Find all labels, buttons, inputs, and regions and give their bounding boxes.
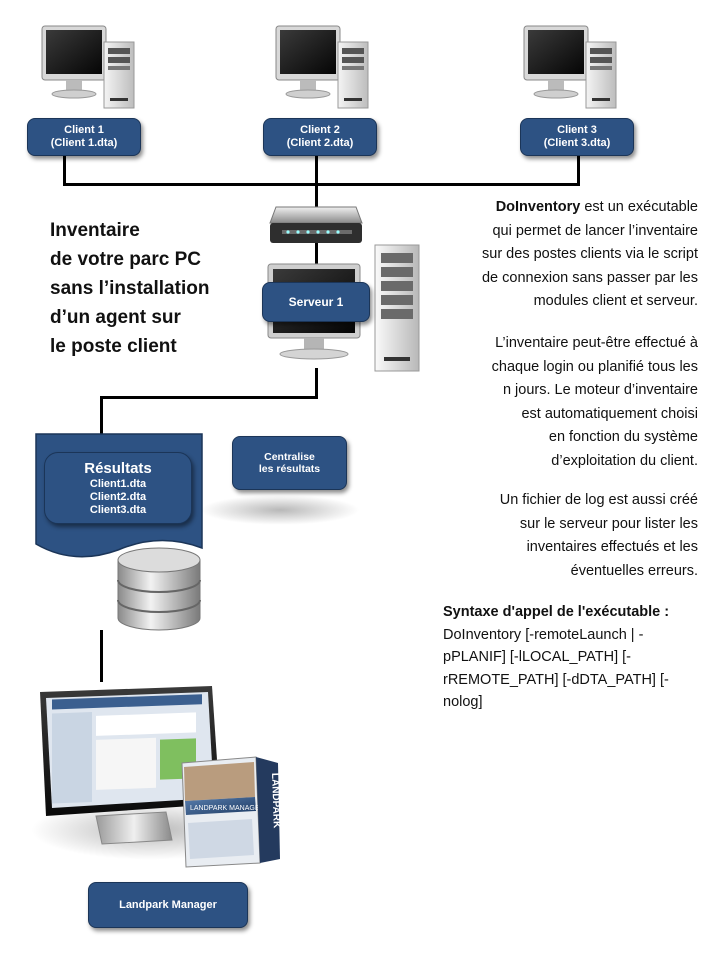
syntax-line: nolog] (443, 694, 483, 710)
client-1-node: Client 1 (Client 1.dta) (27, 118, 141, 156)
heading-line: le poste client (50, 336, 177, 357)
landpark-label: Landpark Manager (119, 898, 217, 911)
connector-server-down (315, 368, 318, 398)
client-computer-icon (523, 25, 617, 109)
box-side-text: LANDPARK (269, 773, 282, 829)
client-name: Client 3 (557, 124, 597, 136)
client-file: (Client 1.dta) (50, 137, 118, 149)
connector-router-server (315, 240, 318, 265)
centralise-line: Centralise (264, 451, 315, 463)
description-paragraph-2: L’inventaire peut-être effectué à chaque… (491, 335, 698, 469)
box-title-text: LANDPARK MANAGER (190, 805, 265, 812)
heading-line: Inventaire (50, 220, 140, 241)
server-node: Serveur 1 (262, 282, 370, 322)
server-label: Serveur 1 (288, 294, 344, 309)
product-name: DoInventory (495, 199, 581, 215)
centralise-line: les résultats (258, 463, 321, 475)
centralise-box: Centralise les résultats (232, 436, 347, 490)
syntax-line: pPLANIF] [-lLOCAL_PATH] [- (443, 649, 632, 665)
client-name: Client 2 (300, 124, 340, 136)
software-box-icon: LANDPARK MANAGER LANDPARK (181, 756, 282, 868)
results-box: Résultats Client1.dta Client2.dta Client… (44, 452, 192, 524)
landpark-manager-node: Landpark Manager (88, 882, 248, 928)
client-computer-icon (275, 25, 369, 109)
main-heading: Inventaire de votre parc PC sans l’insta… (50, 216, 250, 361)
description-paragraph-3: Un fichier de log est aussi créé sur le … (499, 492, 698, 579)
heading-line: d’un agent sur (50, 307, 181, 328)
syntax-block: Syntaxe d'appel de l'exécutable : DoInve… (443, 601, 705, 714)
database-icon (117, 547, 201, 631)
results-file: Client1.dta (89, 478, 147, 490)
client-2-node: Client 2 (Client 2.dta) (263, 118, 377, 156)
client-name: Client 1 (64, 124, 104, 136)
connector-router (315, 183, 318, 213)
connector-client3 (577, 155, 580, 186)
landpark-monitor-icon (40, 686, 220, 845)
server-tower-icon (374, 244, 420, 372)
syntax-line: rREMOTE_PATH] [-dDTA_PATH] [- (443, 671, 669, 688)
client-computer-icon (41, 25, 135, 109)
connector-client2 (315, 155, 318, 186)
network-switch-icon (269, 206, 363, 243)
heading-line: de votre parc PC (50, 249, 201, 270)
centralise-shadow (200, 495, 360, 525)
syntax-title: Syntaxe d'appel de l'exécutable : (443, 604, 670, 620)
client-file: (Client 2.dta) (286, 137, 354, 149)
results-file: Client2.dta (89, 491, 147, 503)
client-file: (Client 3.dta) (543, 137, 611, 149)
network-bus (63, 183, 580, 186)
connector-client1 (63, 155, 66, 186)
connector-results (100, 396, 103, 436)
client-3-node: Client 3 (Client 3.dta) (520, 118, 634, 156)
connector-landpark (100, 630, 103, 682)
description-paragraph-1: DoInventory est un exécutable qui permet… (481, 199, 698, 309)
results-file: Client3.dta (89, 504, 147, 516)
results-title: Résultats (84, 460, 152, 477)
syntax-line: DoInventory [-remoteLaunch | - (443, 626, 644, 643)
heading-line: sans l’installation (50, 278, 210, 299)
connector-horizontal (100, 396, 318, 399)
